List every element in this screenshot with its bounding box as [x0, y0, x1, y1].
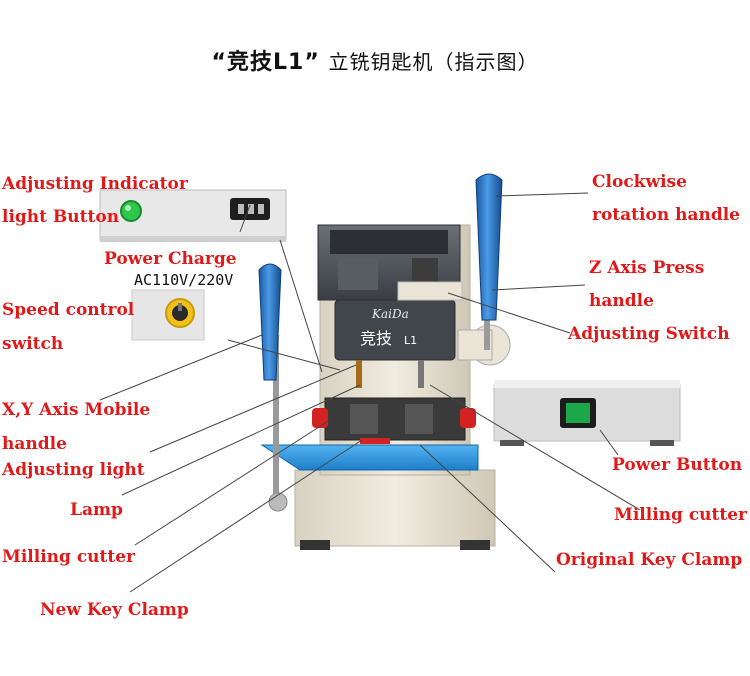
inset-indicator-panel [99, 189, 287, 242]
new-key-clamp-knob [312, 408, 328, 428]
original-key-clamp-knob [460, 408, 476, 428]
label-power-button: Power Button [612, 455, 743, 475]
milling-cutter-left [356, 360, 362, 388]
indicator-light-icon [120, 200, 142, 222]
label-milling-cutter-right: Milling cutter [614, 505, 748, 525]
model-cn: 竞技 [360, 329, 392, 348]
clamp-block [312, 397, 476, 444]
title-sub: 立铣钥匙机（指示图） [328, 50, 539, 74]
label-power-charge: Power Charge [104, 249, 237, 269]
label-adjusting-light: Adjusting light [2, 460, 145, 480]
label-milling-cutter-left: Milling cutter [2, 547, 136, 567]
model-code: L1 [404, 334, 417, 347]
title-main: “竞技L1” [211, 50, 320, 75]
label-clockwise: Clockwise [592, 172, 687, 192]
label-xy-axis: X,Y Axis Mobile [2, 400, 151, 420]
label-power-voltage: AC110V/220V [134, 271, 234, 289]
front-panel: KaiDa 竞技 L1 [334, 299, 456, 361]
inset-speed-switch [131, 289, 205, 341]
clockwise-handle [475, 173, 503, 350]
label-xy-axis-2: handle [2, 434, 67, 454]
blue-tray [260, 444, 479, 471]
milling-cutter-right [418, 360, 424, 388]
label-original-key-clamp: Original Key Clamp [556, 550, 743, 570]
machine-base [294, 469, 496, 550]
label-adjusting-indicator-2: light Button [2, 207, 120, 227]
page-title: “竞技L1” 立铣钥匙机（指示图） [0, 44, 750, 76]
label-new-key-clamp: New Key Clamp [40, 600, 189, 620]
inset-power-button [493, 380, 681, 446]
leader-lines [99, 192, 641, 593]
label-lamp: Lamp [70, 500, 123, 520]
label-z-axis-2: handle [589, 291, 654, 311]
label-adjusting-indicator: Adjusting Indicator [2, 174, 188, 194]
label-z-axis: Z Axis Press [589, 258, 705, 278]
label-speed-control-2: switch [2, 334, 64, 354]
label-adjusting-switch: Adjusting Switch [568, 324, 730, 344]
xy-axis-handle [258, 263, 288, 512]
brand-logo: KaiDa [371, 307, 409, 321]
label-speed-control: Speed control [2, 300, 135, 320]
label-clockwise-2: rotation handle [592, 205, 740, 225]
